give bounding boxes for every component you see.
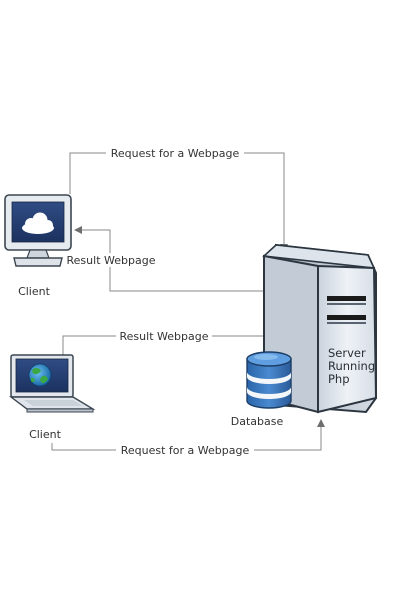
server-label-line-2: Running (328, 359, 375, 373)
server-label-line-3: Php (328, 372, 350, 386)
arrow-bottom-result: Result Webpage (59, 329, 263, 366)
arrow-top-request: Request for a Webpage (69, 146, 288, 252)
arrow-top-result: Result Webpage (64, 226, 263, 292)
server-label-line-1: Server (328, 346, 366, 360)
arrow-label-bottom-result: Result Webpage (120, 330, 209, 343)
desktop-client-icon (4, 194, 72, 267)
arrow-label-bottom-request: Request for a Webpage (121, 444, 250, 457)
cloud-icon (22, 212, 54, 234)
arrow-bottom-request: Request for a Webpage (51, 419, 325, 457)
database-icon (246, 351, 292, 409)
client-label-bottom: Client (29, 428, 62, 441)
drive-bay-2 (327, 315, 366, 320)
drive-bay-1 (327, 296, 366, 301)
arrow-label-top-request: Request for a Webpage (111, 147, 240, 160)
arrow-label-top-result: Result Webpage (67, 254, 156, 267)
client-label-top: Client (18, 285, 51, 298)
database-label: Database (231, 415, 284, 428)
laptop-client-icon (8, 354, 96, 413)
globe-icon (28, 363, 52, 387)
